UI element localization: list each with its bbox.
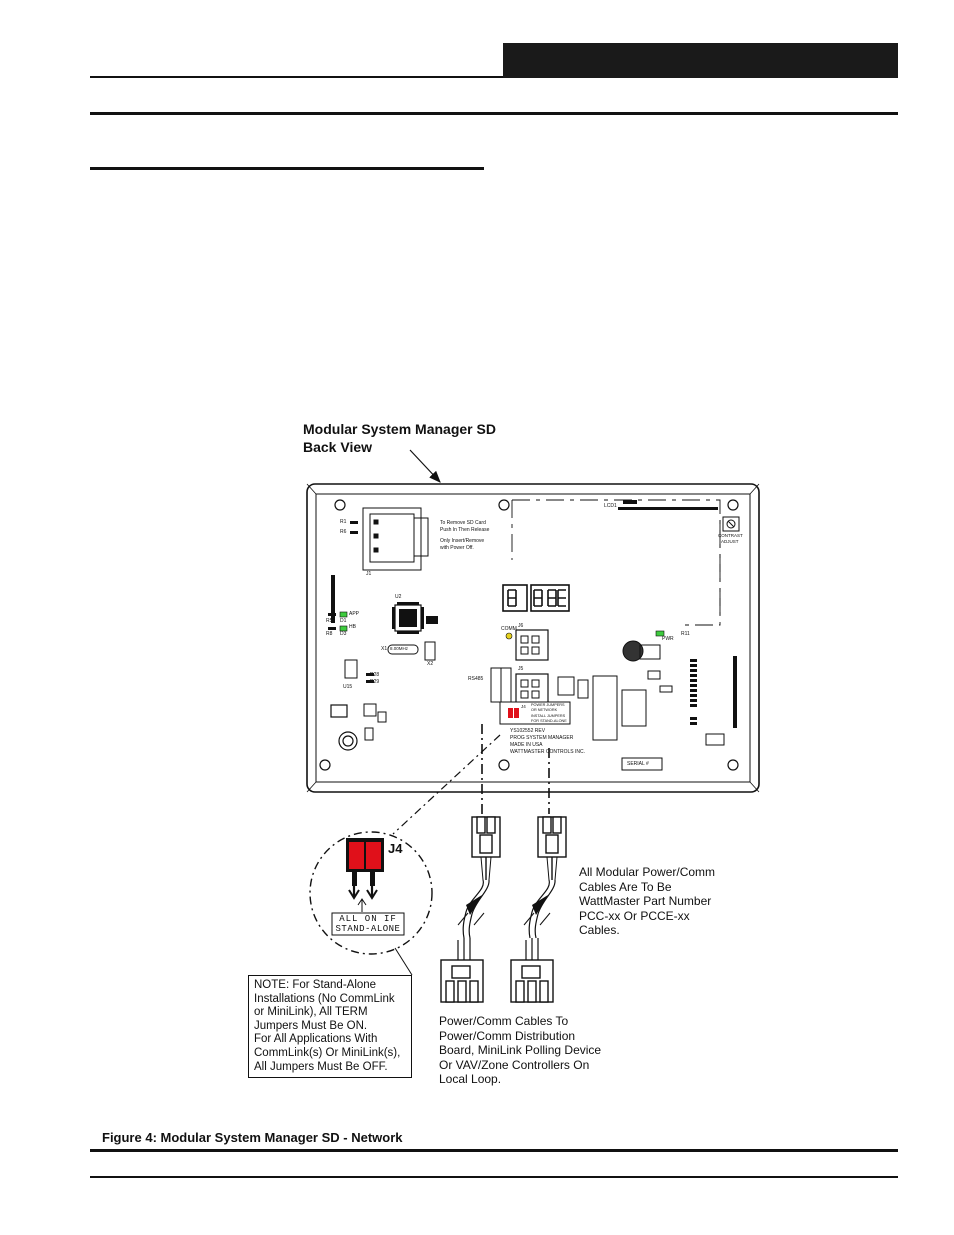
sd-note-line1: To Remove SD Card <box>440 520 486 526</box>
part-number-line2: PROG SYSTEM MANAGER <box>510 735 574 741</box>
detail-instruction-line1: ALL ON IF <box>339 914 397 924</box>
label-pwr: PWR <box>662 636 674 642</box>
label-d1: D1 <box>340 618 347 624</box>
detail-instruction-line2: STAND-ALONE <box>335 924 401 934</box>
lcd-region <box>511 499 721 626</box>
footer-rule-thin <box>90 1176 898 1178</box>
label-j6: J6 <box>518 623 524 629</box>
sd-note-line2: Push In Then Release <box>440 527 490 533</box>
label-r29: R29 <box>370 679 380 685</box>
label-d3: D3 <box>340 631 347 637</box>
label-r8: R8 <box>326 631 333 637</box>
board-jumper-text-1: POWER JUMPERS <box>531 703 565 707</box>
label-j1: J1 <box>366 571 372 577</box>
header-rule-top <box>90 76 898 78</box>
connector-j6 <box>515 629 549 661</box>
subsection-rule <box>90 167 484 170</box>
title-pointer-arrow <box>409 449 441 483</box>
label-u2: U2 <box>395 594 402 600</box>
battery <box>330 704 358 751</box>
label-r1: R1 <box>340 519 347 525</box>
header-bar <box>503 43 898 78</box>
view-title-line2: Back View <box>303 439 373 455</box>
jumper-detail-circle <box>309 831 433 955</box>
resistors-left <box>328 521 374 683</box>
label-j5: J5 <box>518 666 524 672</box>
label-r28: R28 <box>370 672 380 678</box>
stand-alone-note: NOTE: For Stand-Alone Installations (No … <box>248 975 412 1078</box>
lcd-pin-header <box>618 507 718 510</box>
power-section <box>557 640 673 741</box>
label-x1: X1 <box>381 646 388 652</box>
power-comm-note: Power/Comm Cables To Power/Comm Distribu… <box>439 1014 602 1087</box>
cables-note: All Modular Power/Comm Cables Are To Be … <box>579 865 716 938</box>
footer-rule-thick <box>90 1149 898 1152</box>
status-leds <box>339 611 665 640</box>
board-jumper-text-4: FOR STAND-ALONE <box>531 719 567 723</box>
board-jumper-j4 <box>499 701 571 725</box>
detail-leader <box>392 734 501 835</box>
section-rule <box>90 112 898 115</box>
label-r6: R6 <box>340 529 347 535</box>
label-u15: U15 <box>343 684 353 690</box>
label-hb: HB <box>349 624 356 630</box>
cable-paths <box>481 724 550 814</box>
part-number-line4: WATTMASTER CONTROLS INC. <box>510 749 585 755</box>
label-r11: R11 <box>681 631 690 637</box>
rs485-header <box>490 667 512 703</box>
part-number-line1: YS102552 REV <box>510 728 546 734</box>
label-rs485: RS485 <box>468 676 484 682</box>
figure-caption: Figure 4: Modular System Manager SD - Ne… <box>102 1130 403 1145</box>
label-serial: SERIAL # <box>627 761 649 767</box>
label-crystal: 8.00MHz <box>390 646 409 651</box>
crystal-x1 <box>387 616 438 661</box>
cable-left <box>440 816 501 1003</box>
connector-j5 <box>515 673 549 705</box>
label-r5: R5 <box>326 618 333 624</box>
board-jumper-text-3: INSTALL JUMPERS <box>531 714 566 718</box>
contrast-label-line1: CONTRAST <box>718 533 743 538</box>
detail-j4-label: J4 <box>388 841 403 856</box>
seven-segment-displays <box>502 584 570 612</box>
label-x2: X2 <box>427 661 434 667</box>
part-number-line3: MADE IN USA <box>510 742 543 748</box>
label-j4-board: J4 <box>521 704 526 709</box>
label-app: APP <box>349 611 360 617</box>
label-lcd1: LCD1 <box>604 503 617 509</box>
mounting-holes <box>319 499 739 771</box>
label-comm: COMM <box>501 626 517 632</box>
cable-right <box>510 816 567 1003</box>
sd-card-holder <box>362 507 429 571</box>
view-title-line1: Modular System Manager SD <box>303 421 496 437</box>
contrast-label-line2: ADJUST <box>721 539 739 544</box>
board-jumper-text-2: OR NETWORK <box>531 708 558 712</box>
microcontroller-u2 <box>392 602 424 634</box>
resistor-array-right <box>690 656 737 728</box>
sd-note-line3: Only Insert/Remove <box>440 538 485 544</box>
sd-note-line4: with Power Off. <box>440 545 474 551</box>
contrast-pot <box>722 516 740 532</box>
note-leader <box>394 947 413 976</box>
misc-chips <box>344 659 725 771</box>
